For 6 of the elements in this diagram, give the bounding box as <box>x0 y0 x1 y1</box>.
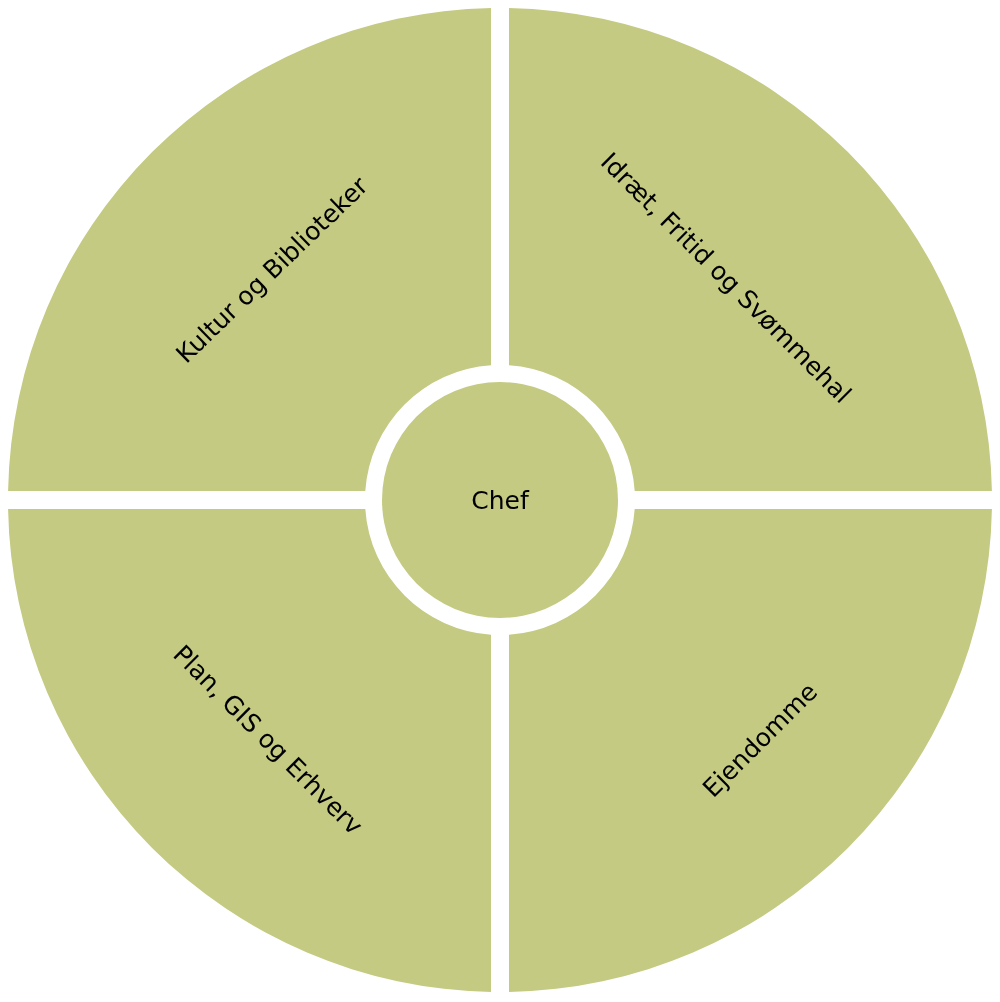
quadrant-segment <box>8 8 491 491</box>
center-label: Chef <box>471 485 529 515</box>
quadrant-segment <box>509 8 992 491</box>
quadrant-segment <box>509 509 992 992</box>
quadrant-segment <box>8 509 491 992</box>
center-circle <box>382 382 618 618</box>
